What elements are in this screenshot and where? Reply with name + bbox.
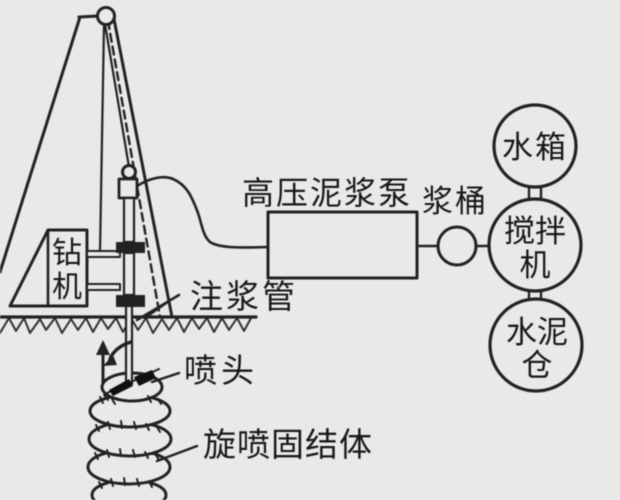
nozzle-pointer xyxy=(150,371,181,384)
nozzle-label: 喷头 xyxy=(184,352,258,389)
jet-column-label: 旋喷固结体 xyxy=(203,426,373,463)
derrick-right-leg xyxy=(112,17,174,319)
slurry-bucket-circle xyxy=(436,225,478,267)
tank-mixer-connector xyxy=(527,185,543,201)
cement-silo-label: 水泥仓 xyxy=(506,315,568,383)
grouting-pipe-pointer xyxy=(135,293,181,322)
swivel-cable xyxy=(103,22,131,169)
lower-flange xyxy=(116,295,145,307)
drill-rig-label: 钻机 xyxy=(52,237,82,304)
plant-chain xyxy=(487,103,584,393)
rotation-arrowhead-icon xyxy=(103,355,117,366)
grouting-pipe-label: 注浆管 xyxy=(190,278,298,315)
lift-arrow xyxy=(96,340,110,384)
nozzle-left-jet xyxy=(109,379,133,396)
up-arrowhead-icon xyxy=(96,340,110,355)
water-tank-label: 水箱 xyxy=(502,130,568,165)
cement-silo-circle xyxy=(488,297,584,393)
swivel-body xyxy=(117,177,139,200)
drill-rig-body xyxy=(8,228,121,308)
pump-label: 高压泥浆泵 xyxy=(241,175,412,211)
mixer-circle xyxy=(487,197,583,293)
bracket-upper-arm xyxy=(86,250,121,258)
pulley-icon xyxy=(96,6,116,26)
slurry-bucket-label: 浆桶 xyxy=(422,184,488,219)
column-pointer xyxy=(155,444,199,463)
bracket-lower-arm xyxy=(86,283,121,291)
slurry-hose xyxy=(135,175,270,249)
drill-string xyxy=(116,164,145,307)
mixer-label: 搅拌机 xyxy=(504,214,566,283)
pump-box xyxy=(266,210,419,280)
water-tank-circle xyxy=(492,103,578,189)
nozzle-assembly xyxy=(106,368,160,396)
grouting-pipe-pointer-2 xyxy=(144,301,169,319)
rotation-arrow xyxy=(103,340,133,366)
upper-flange xyxy=(116,242,145,253)
label-pointers xyxy=(135,293,199,463)
hoist-cable xyxy=(98,23,106,254)
nozzle-right-jet xyxy=(134,370,156,386)
swivel-head xyxy=(121,164,137,180)
jet-column xyxy=(86,371,173,500)
